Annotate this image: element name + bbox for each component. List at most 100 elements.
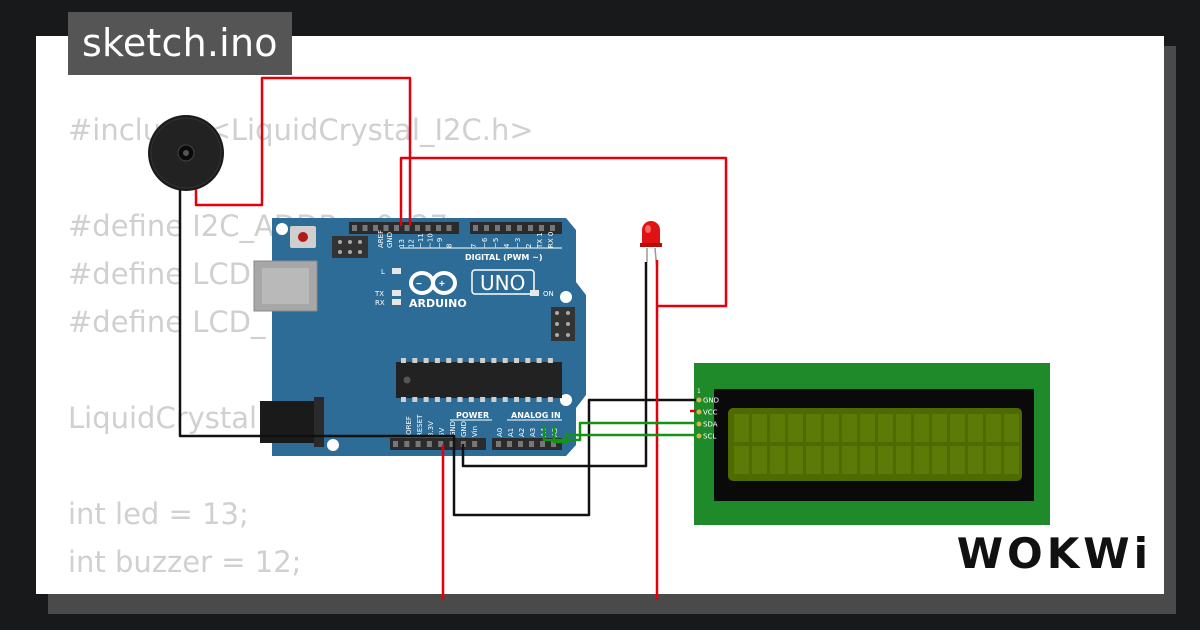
lcd-cell [788, 414, 803, 442]
header-pin[interactable] [426, 441, 432, 447]
lcd-cell [752, 446, 767, 474]
buzzer[interactable] [148, 115, 224, 191]
lcd-cell [770, 446, 785, 474]
lcd-cell [986, 414, 1001, 442]
header-pin[interactable] [436, 225, 441, 231]
led-rx-label: RX [375, 299, 385, 307]
lcd-pin-label: SCL [703, 433, 716, 441]
pin-label: GND [386, 232, 394, 248]
header-pin[interactable] [506, 225, 511, 231]
pin-label: Vin [471, 426, 479, 437]
lcd-cell [734, 414, 749, 442]
icsp-header-top [332, 236, 368, 258]
mounting-hole [560, 394, 572, 406]
pin-label: 7 [470, 244, 478, 248]
code-line: #define LCD_ [68, 305, 266, 339]
header-pin[interactable] [352, 225, 357, 231]
mounting-hole [560, 291, 572, 303]
header-pin[interactable] [425, 225, 431, 231]
lcd-cell [914, 414, 929, 442]
code-line: int led = 13; [68, 497, 249, 531]
header-pin[interactable] [472, 441, 478, 447]
lcd-character-cells [734, 414, 1019, 474]
pin-label: 3.3V [427, 421, 435, 437]
wire-sda[interactable] [542, 421, 696, 442]
header-pin[interactable] [362, 225, 368, 231]
analog-header-label: ANALOG IN [511, 411, 561, 420]
lcd-cell [986, 446, 1001, 474]
header-pin[interactable] [551, 441, 556, 447]
lcd-pin[interactable] [696, 433, 702, 439]
lcd-cell [806, 414, 821, 442]
wire-gnd-lcd[interactable] [178, 190, 696, 517]
header-pin[interactable] [507, 441, 512, 447]
led-l-indicator [392, 268, 401, 274]
lcd-cell [1004, 414, 1019, 442]
wire-led-pin13[interactable] [399, 156, 728, 308]
wire-led-gnd[interactable] [461, 262, 648, 468]
lcd-cell [950, 446, 965, 474]
lcd-cell [860, 446, 875, 474]
header-pin[interactable] [496, 441, 501, 447]
header-pin[interactable] [517, 225, 522, 231]
header-pin[interactable] [383, 225, 389, 231]
led-tx-indicator [392, 290, 401, 296]
header-pin[interactable] [518, 441, 523, 447]
pin-label: 8 [446, 244, 454, 248]
pin-label: A2 [518, 428, 526, 437]
svg-text:−: − [416, 279, 422, 290]
header-pin[interactable] [438, 441, 444, 447]
led-l-label: L [381, 268, 385, 276]
header-pin[interactable] [540, 441, 545, 447]
header-pin[interactable] [539, 225, 544, 231]
svg-text:+: + [439, 279, 445, 290]
header-pin[interactable] [446, 225, 452, 231]
pin-label: GND [449, 421, 457, 437]
pin-label: A1 [507, 428, 515, 437]
uno-badge [471, 269, 535, 295]
lcd-cell [788, 446, 803, 474]
header-pin[interactable] [415, 441, 421, 447]
digital-header-label: DIGITAL (PWM ~) [465, 253, 543, 262]
header-pin[interactable] [529, 441, 534, 447]
pin-label: ~11 [417, 233, 425, 248]
lcd-pin[interactable] [696, 397, 702, 403]
lcd-pin[interactable] [696, 421, 702, 427]
led-on-label: ON [543, 290, 554, 298]
header-pin[interactable] [495, 225, 500, 231]
lcd-pin[interactable] [696, 409, 702, 415]
lcd-pin1-label: 1 [697, 388, 701, 395]
lcd-cell [968, 414, 983, 442]
pin-label: A3 [529, 428, 537, 437]
wire-scl[interactable] [552, 425, 696, 444]
header-pin[interactable] [404, 225, 410, 231]
header-pin[interactable] [415, 225, 420, 231]
filename-tab[interactable]: sketch.ino [68, 12, 292, 75]
pin-label: ~9 [436, 238, 444, 248]
led-body [642, 221, 660, 246]
wire-buzzer-pin12[interactable] [194, 76, 412, 226]
header-pin[interactable] [528, 225, 533, 231]
pin-label: AREF [377, 230, 385, 248]
code-line: LiquidCrystal [68, 401, 258, 435]
lcd-cell [932, 446, 947, 474]
pin-label: RX 0 [547, 232, 555, 248]
header-pin[interactable] [393, 441, 398, 447]
pin-label: ~5 [492, 238, 500, 248]
pin-label: 5V [438, 428, 446, 437]
lcd-cell [806, 446, 821, 474]
header-pin[interactable] [449, 441, 455, 447]
pin-label: ~6 [481, 237, 489, 248]
mounting-hole [276, 223, 288, 235]
header-pin[interactable] [373, 225, 378, 231]
lcd-cell [842, 414, 857, 442]
red-led[interactable] [640, 221, 662, 271]
header-pin[interactable] [394, 225, 399, 231]
header-pin[interactable] [484, 225, 489, 231]
header-pin[interactable] [473, 225, 478, 231]
header-pin[interactable] [550, 225, 555, 231]
header-pin[interactable] [404, 441, 410, 447]
lcd-cell [824, 414, 839, 442]
